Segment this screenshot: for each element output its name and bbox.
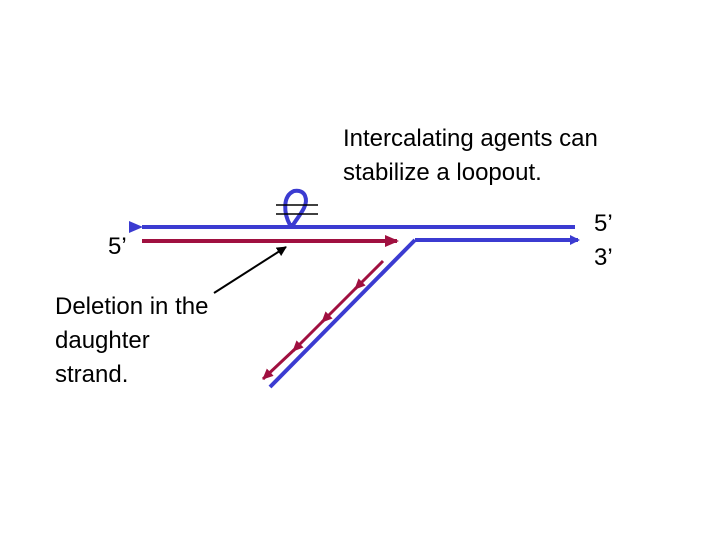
loopout-icon [283,188,308,227]
intercalating-note-line1: Intercalating agents can [343,125,598,152]
okazaki-fragment-2 [320,285,359,324]
okazaki-fragment-4 [261,346,298,381]
deletion-note-line2: daughter [55,327,150,354]
right-three-prime-label: 3’ [594,244,613,271]
deletion-note-line1: Deletion in the [55,293,209,320]
parent-strand-lagging-template [268,238,417,389]
okazaki-fragment-3 [291,317,327,353]
deletion-note-line3: strand. [55,361,129,388]
right-five-prime-label: 5’ [594,210,613,237]
left-five-prime-label: 5’ [108,233,127,260]
intercalating-note-line2: stabilize a loopout. [343,159,542,186]
intercalator-icon [276,204,318,215]
deletion-pointer-arrow [213,246,287,294]
okazaki-fragment-1 [353,259,385,291]
